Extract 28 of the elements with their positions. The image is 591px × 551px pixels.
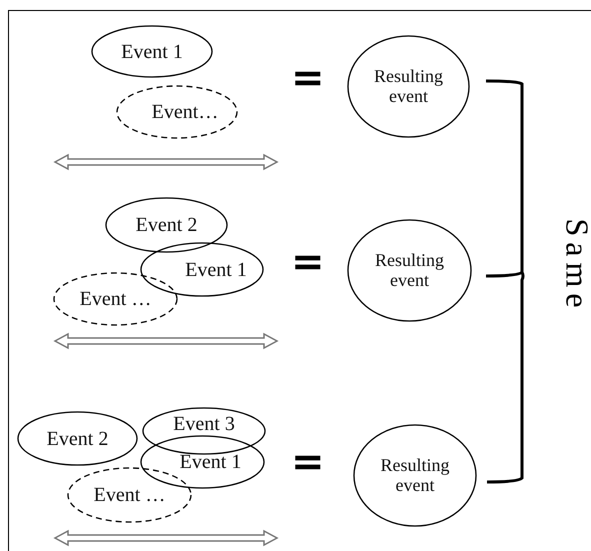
dashed-ellipse (116, 85, 238, 139)
event-label: Resulting event (372, 66, 444, 106)
event-ellipse (347, 35, 470, 138)
side-label: Same (562, 218, 591, 314)
event-label: Event … (94, 484, 166, 506)
equals-sign: = (291, 58, 325, 98)
event-label: Event … (80, 288, 152, 310)
event-label: Event… (152, 101, 218, 123)
event-label: Event 3 (173, 413, 235, 435)
event-label: Resulting event (374, 250, 445, 290)
event-label: Event 1 (185, 258, 247, 280)
event-label: Resulting event (379, 456, 450, 496)
event-ellipse (105, 197, 228, 253)
equals-sign: = (291, 442, 325, 482)
event-ellipse (17, 411, 138, 466)
event-ellipse (91, 25, 213, 78)
event-label: Event 1 (180, 451, 242, 473)
event-ellipse (353, 424, 477, 527)
event-ellipse (140, 242, 264, 297)
event-label: Event 1 (121, 40, 183, 62)
equals-sign: = (291, 242, 325, 282)
dashed-ellipse (67, 467, 192, 523)
event-label: Event 2 (46, 428, 108, 450)
dashed-ellipse (53, 272, 178, 326)
event-ellipse (347, 219, 472, 322)
event-ellipse (140, 435, 265, 489)
event-ellipse (142, 407, 266, 455)
event-label: Event 2 (136, 214, 198, 236)
